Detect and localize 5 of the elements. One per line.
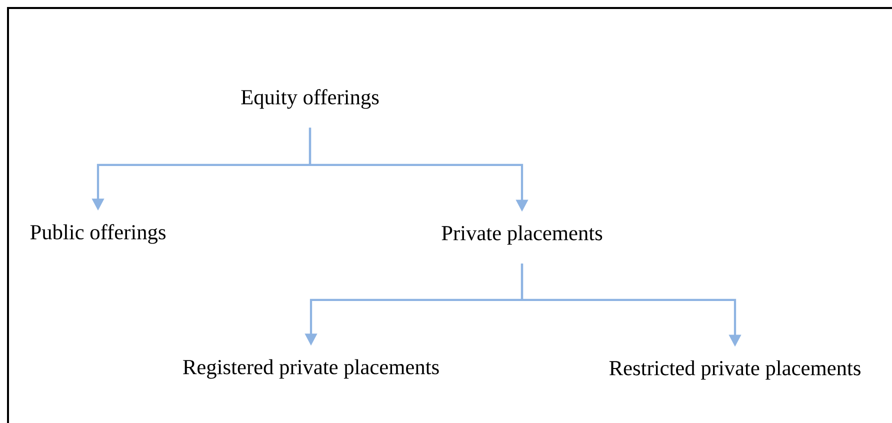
node-label: Equity offerings — [241, 89, 379, 109]
node-label: Registered private placements — [183, 359, 439, 379]
node-label: Public offerings — [30, 224, 166, 244]
node-label: Restricted private placements — [609, 360, 860, 380]
node-label: Private placements — [442, 225, 602, 245]
